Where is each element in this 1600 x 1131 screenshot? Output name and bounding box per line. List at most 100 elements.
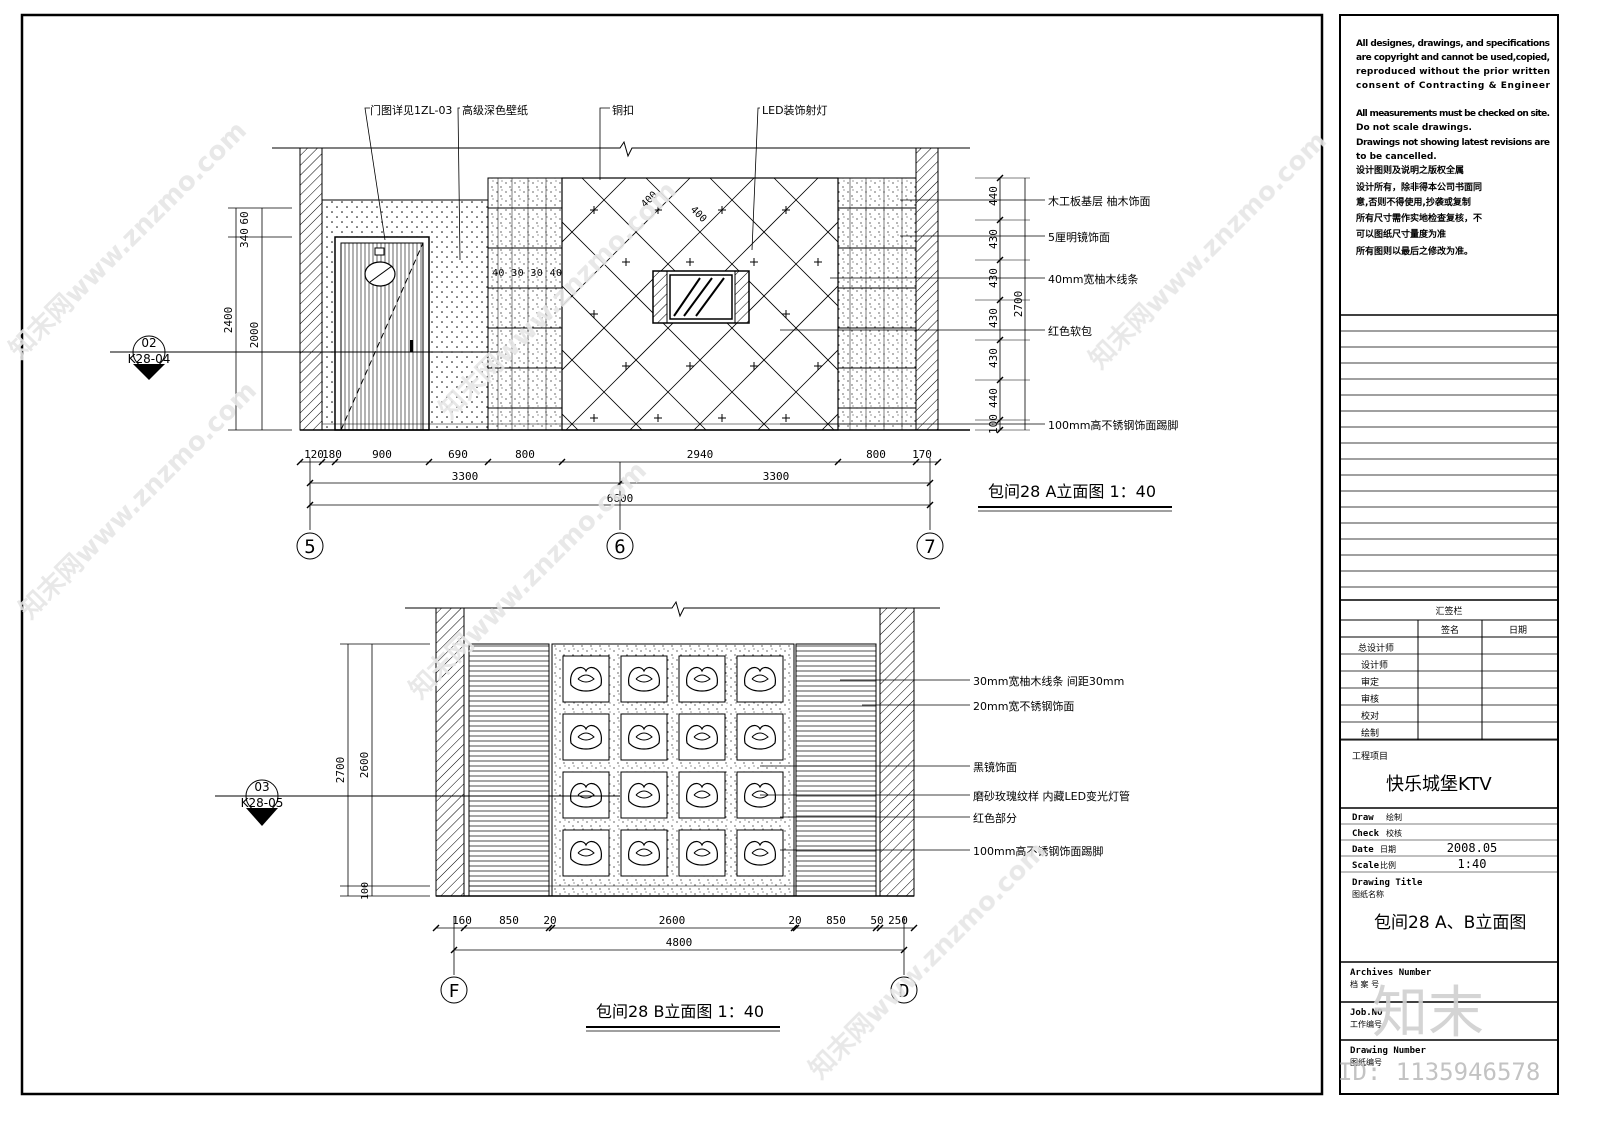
dim-a-r6: 440 — [987, 388, 1000, 408]
dim-b-l2700: 2700 — [334, 757, 347, 784]
wall-b-right — [879, 607, 915, 897]
dimension-tick — [432, 924, 440, 932]
note-line-12: 所有尺寸需作实地检查复核，不 — [1356, 212, 1482, 224]
note-line-3: reproduced without the prior written — [1356, 67, 1550, 77]
dimension-tick — [318, 458, 326, 466]
copper-buckle-mark — [590, 310, 598, 318]
dim-a-b1: 120 — [304, 448, 324, 461]
copper-buckle-mark — [782, 206, 790, 214]
dim-b-b6: 850 — [826, 914, 846, 927]
sig-row-2: 设计师 — [1361, 659, 1388, 671]
grid-label-7: 7 — [924, 536, 935, 558]
diamond-line — [693, 285, 838, 430]
info-date-value: 2008.05 — [1447, 841, 1498, 855]
copper-buckle-mark — [590, 206, 598, 214]
copper-buckle-mark — [718, 414, 726, 422]
teak-strip-right — [795, 643, 877, 897]
watermark-6: 知末网www.znzmo.com — [1084, 126, 1333, 375]
rose-pattern — [686, 666, 718, 692]
rose-pattern — [628, 724, 660, 750]
dimension-tick — [876, 924, 884, 932]
dim-a-l2400: 2400 — [222, 307, 235, 334]
dim-a-b4: 690 — [448, 448, 468, 461]
diamond-line — [966, 178, 1226, 438]
label-b-right-4: 磨砂玫瑰纹样 内藏LED变光灯管 — [973, 789, 1130, 803]
diamond-line — [562, 221, 771, 430]
copper-buckle-mark — [622, 362, 630, 370]
dim-a-r3: 430 — [987, 268, 1000, 288]
rose-pattern — [628, 782, 660, 808]
copper-buckle-mark — [654, 414, 662, 422]
rose-tile — [620, 655, 668, 703]
rose-tile — [736, 829, 784, 877]
dimension-tick — [450, 946, 458, 954]
rose-petal — [577, 848, 595, 857]
outer-border — [20, 13, 1324, 1096]
label-b-right-1: 30mm宽柚木线条 间距30mm — [973, 674, 1124, 688]
dim-a-right-total: 2700 — [1012, 291, 1025, 318]
info-job: Job.NO — [1350, 1008, 1383, 1018]
rose-tile — [620, 713, 668, 761]
dim-b-b5: 20 — [788, 914, 801, 927]
label-a-right-4: 红色软包 — [1048, 324, 1092, 338]
info-archives: Archives Number — [1350, 967, 1432, 978]
note-line-9: 设计图则及说明之版权全属 — [1356, 164, 1464, 176]
dimension-tick — [926, 479, 934, 487]
note-line-5: All measurements must be checked on site… — [1356, 109, 1550, 119]
rose-pattern — [570, 724, 602, 750]
info-drawing-title: Drawing Title — [1352, 877, 1423, 888]
info-archives-cn: 档 案 号 — [1350, 979, 1379, 989]
title-block: All designes, drawings, and specificatio… — [1340, 39, 1558, 1067]
label-b-right-2: 20mm宽不锈钢饰面 — [973, 699, 1074, 713]
watermark-2: 知末网www.znzmo.com — [14, 376, 263, 625]
rose-petal — [635, 848, 653, 857]
copper-buckle-mark — [718, 206, 726, 214]
rose-tile — [562, 713, 610, 761]
dim-b-b4: 2600 — [659, 914, 686, 927]
rose-pattern — [628, 666, 660, 692]
copper-buckle-mark — [814, 258, 822, 266]
rose-tile — [620, 829, 668, 877]
rose-tile — [678, 713, 726, 761]
dim-b-l2600: 2600 — [358, 752, 371, 779]
section-marker-b-ref: K28-05 — [241, 796, 284, 810]
project-name: 快乐城堡KTV — [1386, 774, 1492, 795]
grid-circle-5 — [296, 532, 324, 560]
dim-a-b6: 2940 — [687, 448, 714, 461]
dim-b-b2: 850 — [499, 914, 519, 927]
dim-a-l2000: 2000 — [248, 322, 261, 349]
rose-petal — [751, 848, 769, 857]
copper-buckle-mark — [814, 362, 822, 370]
dimension-tick — [900, 946, 908, 954]
rose-petal — [693, 848, 711, 857]
copper-buckle-mark — [622, 258, 630, 266]
dim-a-r7: 100 — [987, 414, 1000, 434]
copper-buckle-mark — [750, 362, 758, 370]
note-line-10: 设计所有，除非得本公司书面同 — [1356, 181, 1482, 193]
sig-row-3: 审定 — [1361, 676, 1379, 688]
watermark-id: ID: 1135946578 — [1338, 1058, 1540, 1086]
note-line-2: are copyright and cannot be used,copied, — [1356, 53, 1550, 63]
project-label: 工程项目 — [1352, 751, 1388, 762]
drawing-title-value: 包间28 A、B立面图 — [1374, 913, 1526, 933]
rose-tile — [736, 655, 784, 703]
copper-buckle-mark — [782, 414, 790, 422]
dim-b-b8: 250 — [888, 914, 908, 927]
note-line-13: 可以图纸尺寸量度为准 — [1356, 228, 1446, 240]
copper-buckle-mark — [686, 258, 694, 266]
dimension-tick — [790, 924, 798, 932]
wall-left — [299, 147, 323, 431]
rose-petal — [693, 732, 711, 741]
wall-right — [915, 147, 939, 431]
door-window — [364, 261, 396, 287]
mirror-column-left — [487, 177, 563, 431]
rose-petal — [635, 790, 653, 799]
label-a-right-3: 40mm宽柚木线条 — [1048, 272, 1138, 286]
section-marker-a-ref: K28-04 — [128, 352, 171, 366]
sig-row-5: 校对 — [1361, 710, 1379, 722]
wall-b-left — [435, 607, 465, 897]
rose-pattern — [686, 782, 718, 808]
dimension-tick — [834, 458, 842, 466]
rose-pattern — [570, 782, 602, 808]
